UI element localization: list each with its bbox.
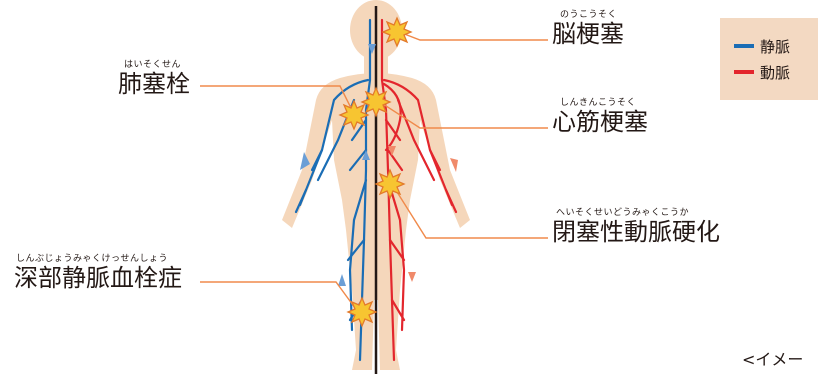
legend-artery-label: 動脈 — [760, 62, 790, 83]
label-peripheral-ruby: へいそくせいどうみゃくこうか — [552, 208, 720, 218]
legend-item-vein: 静脈 — [734, 36, 790, 56]
blue-line-icon — [734, 44, 754, 48]
down-arrow-icon — [450, 158, 458, 172]
up-arrow-icon — [338, 274, 346, 286]
label-stroke: のうこうそく 脳梗塞 — [552, 10, 624, 48]
label-myocardial-infarction: しんきんこうそく 心筋梗塞 — [552, 98, 648, 136]
image-note: <イメー — [742, 346, 803, 370]
label-pulmonary-term: 肺塞栓 — [118, 70, 190, 98]
label-deep-vein-thrombosis: しんぶじょうみゃくけっせんしょう 深部静脈血栓症 — [14, 254, 182, 292]
label-myocardial-ruby: しんきんこうそく — [552, 98, 648, 108]
label-peripheral-term: 閉塞性動脈硬化 — [552, 218, 720, 246]
label-pulmonary-embolism: はいそくせん 肺塞栓 — [118, 60, 190, 98]
label-myocardial-term: 心筋梗塞 — [552, 108, 648, 136]
burst-icon — [348, 298, 376, 326]
burst-icon — [362, 88, 390, 116]
legend: 静脈 動脈 — [720, 18, 818, 100]
label-stroke-term: 脳梗塞 — [552, 20, 624, 48]
red-line-icon — [734, 70, 754, 74]
down-arrow-icon — [408, 272, 416, 282]
burst-icon — [383, 18, 411, 46]
legend-item-artery: 動脈 — [734, 62, 790, 82]
burst-icon — [340, 101, 368, 129]
legend-vein-label: 静脈 — [760, 36, 790, 57]
label-dvt-ruby: しんぶじょうみゃくけっせんしょう — [14, 254, 182, 264]
label-stroke-ruby: のうこうそく — [552, 10, 624, 20]
label-arteriosclerosis-obliterans: へいそくせいどうみゃくこうか 閉塞性動脈硬化 — [552, 208, 720, 246]
label-pulmonary-ruby: はいそくせん — [118, 60, 190, 70]
burst-icon — [376, 170, 404, 198]
label-dvt-term: 深部静脈血栓症 — [14, 264, 182, 292]
